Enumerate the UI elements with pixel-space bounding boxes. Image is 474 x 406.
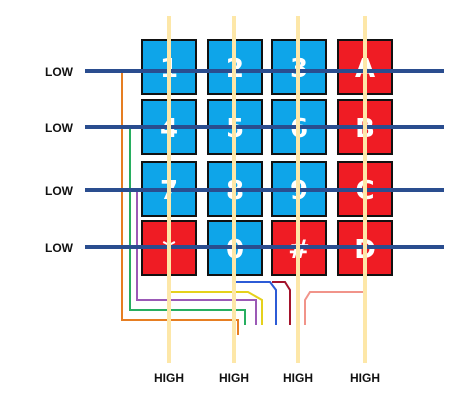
wire-blue: [234, 281, 277, 325]
row-label-3: LOW: [45, 184, 74, 198]
row-label-2: LOW: [45, 121, 74, 135]
wire-yellow: [169, 291, 263, 325]
column-label-2: HIGH: [219, 371, 249, 385]
column-label-1: HIGH: [154, 371, 184, 385]
column-label-3: HIGH: [283, 371, 313, 385]
wire-darkred: [272, 281, 291, 325]
row-label-4: LOW: [45, 241, 74, 255]
keys-layer: 123A456B789C*0#D: [141, 39, 393, 276]
col-lines-layer: [167, 16, 367, 363]
labels-layer: LOW LOW LOW LOW HIGH HIGH HIGH HIGH: [45, 65, 380, 385]
column-label-4: HIGH: [350, 371, 380, 385]
row-label-1: LOW: [45, 65, 74, 79]
row-lines-layer: [85, 69, 444, 249]
wire-pink: [304, 291, 365, 325]
